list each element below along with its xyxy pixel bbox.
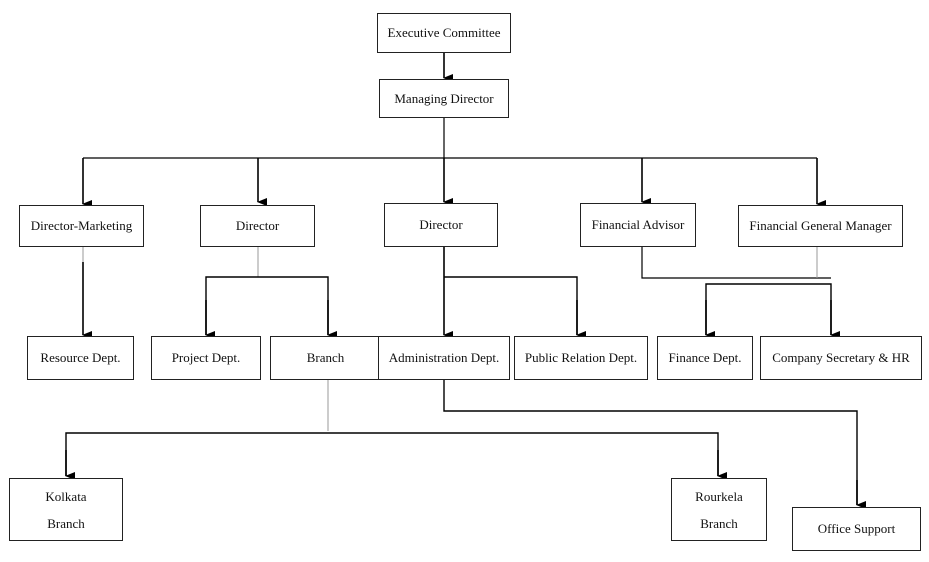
node-director-marketing: Director-Marketing: [19, 205, 144, 247]
edge-fa-bus: [641, 247, 831, 279]
edge-fin-bus: [705, 283, 832, 335]
node-financial-general-manager: Financial General Manager: [738, 205, 903, 247]
edge-d1-bus: [205, 276, 329, 335]
node-rourkela-branch: Rourkela Branch: [671, 478, 767, 541]
node-office-support: Office Support: [792, 507, 921, 551]
node-director-2: Director: [384, 203, 498, 247]
edge-branch-bus: [65, 432, 719, 476]
node-director-1: Director: [200, 205, 315, 247]
node-finance-dept: Finance Dept.: [657, 336, 753, 380]
node-project-dept: Project Dept.: [151, 336, 261, 380]
node-branch: Branch: [270, 336, 381, 380]
node-company-secretary-hr: Company Secretary & HR: [760, 336, 922, 380]
node-administration-dept: Administration Dept.: [378, 336, 510, 380]
node-executive-committee: Executive Committee: [377, 13, 511, 53]
rourkela-branch-line2: Branch: [700, 515, 738, 531]
kolkata-branch-line1: Kolkata: [45, 488, 87, 504]
node-financial-advisor: Financial Advisor: [580, 203, 696, 247]
edge-admin-to-office: [443, 380, 858, 505]
node-resource-dept: Resource Dept.: [27, 336, 134, 380]
rourkela-branch-line1: Rourkela: [695, 488, 743, 504]
edge-d2-to-pr: [444, 276, 578, 335]
node-public-relation-dept: Public Relation Dept.: [514, 336, 648, 380]
node-kolkata-branch: Kolkata Branch: [9, 478, 123, 541]
node-managing-director: Managing Director: [379, 79, 509, 118]
kolkata-branch-line2: Branch: [47, 515, 85, 531]
